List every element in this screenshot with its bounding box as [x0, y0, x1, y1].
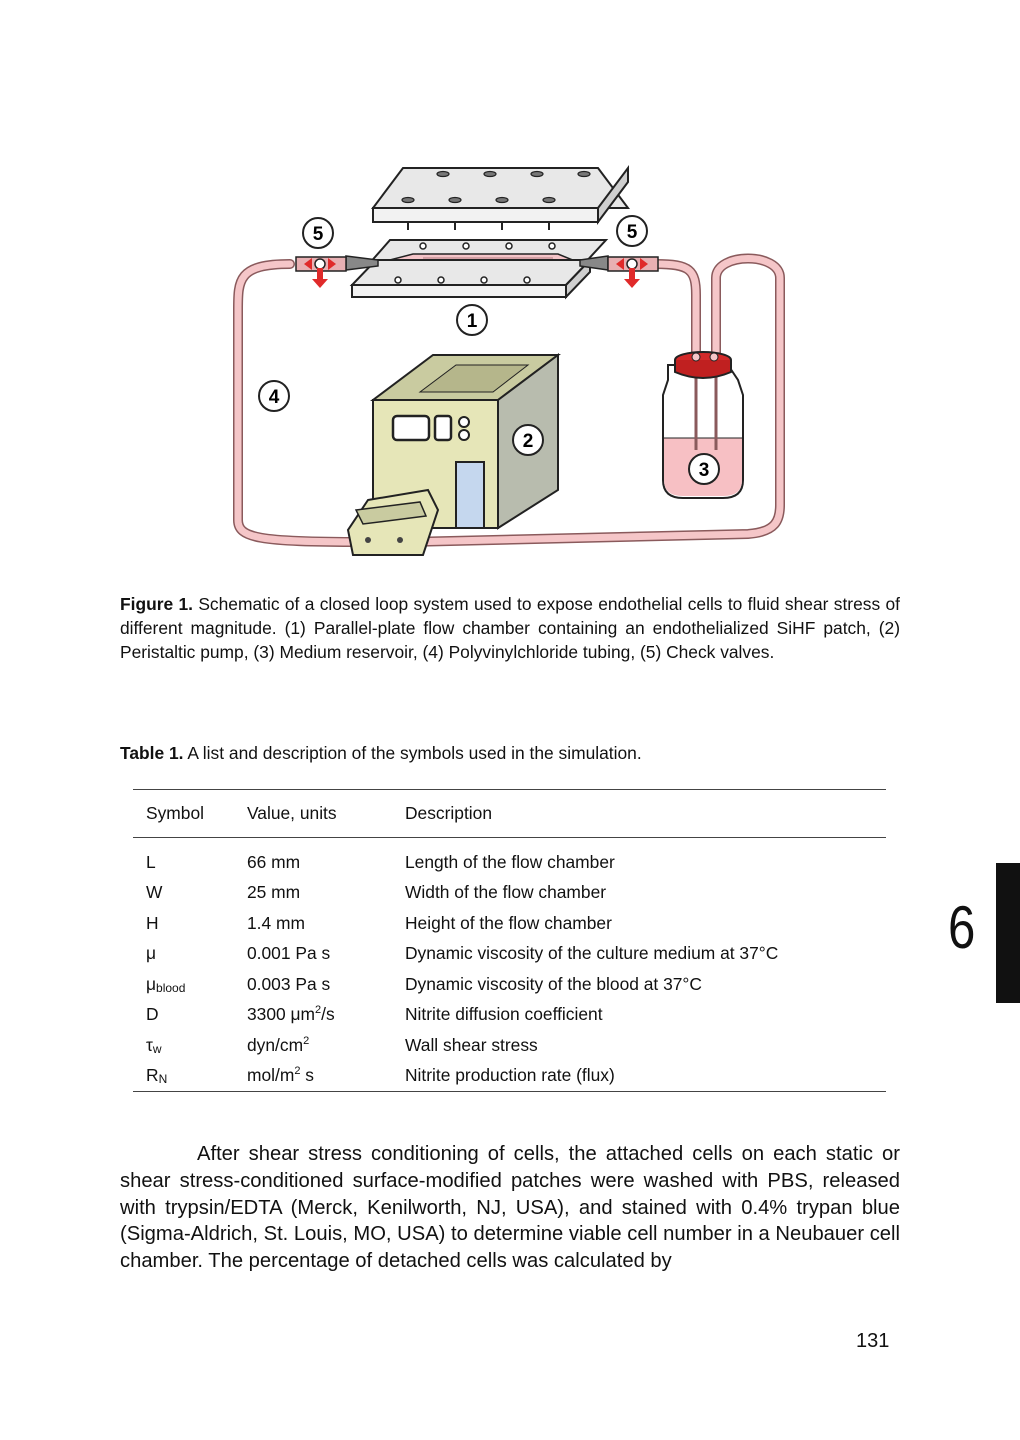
- label-1: 1: [456, 304, 488, 336]
- table-caption: Table 1. A list and description of the s…: [120, 741, 900, 765]
- svg-text:3: 3: [699, 460, 710, 481]
- cell-symbol: H: [146, 912, 159, 933]
- middle-plate-holes: [419, 242, 556, 250]
- table-row: W 25 mm Width of the flow chamber: [133, 878, 886, 909]
- label-5-left: 5: [302, 217, 334, 249]
- tubing-right-inner: [655, 260, 700, 360]
- lid-pins: [407, 222, 550, 230]
- chamber-lid-right: [597, 165, 629, 225]
- symbol-table: Symbol Value, units Description L 66 mm …: [133, 789, 886, 1092]
- cell-symbol: RN: [146, 1065, 168, 1087]
- cell-description: Width of the flow chamber: [405, 882, 607, 903]
- table-row: H 1.4 mm Height of the flow chamber: [133, 908, 886, 939]
- svg-text:2: 2: [523, 431, 534, 452]
- tubing-bottom-right-inner: [407, 255, 784, 546]
- cell-value: mol/m2 s: [247, 1065, 314, 1086]
- chapter-tab: [996, 863, 1020, 1003]
- figure-caption: Figure 1. Schematic of a closed loop sys…: [120, 592, 900, 664]
- cell-description: Nitrite production rate (flux): [405, 1065, 615, 1086]
- table-row: D 3300 μm2/s Nitrite diffusion coefficie…: [133, 1000, 886, 1031]
- figure-caption-text: Schematic of a closed loop system used t…: [120, 594, 900, 662]
- tubing-right: [655, 259, 701, 360]
- table-header-row: Symbol Value, units Description: [133, 789, 886, 838]
- body-paragraph-text: After shear stress conditioning of cells…: [120, 1143, 900, 1273]
- check-valve-right: [607, 256, 659, 288]
- svg-text:5: 5: [313, 224, 324, 245]
- table-row: τw dyn/cm2 Wall shear stress: [133, 1030, 886, 1061]
- table-caption-text: A list and description of the symbols us…: [183, 743, 642, 763]
- cell-value: 3300 μm2/s: [247, 1004, 335, 1025]
- label-3: 3: [688, 453, 720, 485]
- cell-description: Height of the flow chamber: [405, 912, 612, 933]
- page-number: 131: [856, 1330, 890, 1352]
- header-value: Value, units: [247, 803, 337, 823]
- cell-description: Dynamic viscosity of the blood at 37°C: [405, 973, 702, 994]
- cell-value: 66 mm: [247, 851, 301, 872]
- label-4: 4: [258, 380, 290, 412]
- chamber-lid-side: [372, 207, 599, 223]
- table-row: L 66 mm Length of the flow chamber: [133, 838, 886, 878]
- tubing-left-inner: [234, 260, 367, 546]
- cell-value: dyn/cm2: [247, 1034, 310, 1055]
- chamber-bottom-right: [565, 257, 591, 300]
- check-valve-left: [295, 256, 347, 288]
- label-5-right: 5: [616, 215, 648, 247]
- cell-description: Length of the flow chamber: [405, 851, 615, 872]
- cell-value: 0.003 Pa s: [247, 973, 331, 994]
- cell-symbol: μ: [146, 943, 157, 964]
- cell-symbol: W: [146, 882, 163, 903]
- lid-screws: [401, 170, 591, 204]
- table-row: μblood 0.003 Pa s Dynamic viscosity of t…: [133, 969, 886, 1000]
- cell-symbol: D: [146, 1004, 159, 1025]
- header-description: Description: [405, 803, 492, 823]
- cell-symbol: L: [146, 851, 156, 872]
- chamber-bottom-side: [351, 284, 567, 298]
- cell-description: Dynamic viscosity of the culture medium …: [405, 943, 779, 964]
- cell-value: 0.001 Pa s: [247, 943, 331, 964]
- svg-text:1: 1: [467, 311, 478, 332]
- chapter-number: 6: [948, 894, 976, 961]
- cell-value: 25 mm: [247, 882, 301, 903]
- chamber-bottom-plate: [349, 259, 593, 286]
- svg-text:4: 4: [269, 387, 280, 408]
- bottom-plate-holes: [394, 276, 531, 284]
- svg-text:5: 5: [627, 222, 638, 243]
- body-paragraph: After shear stress conditioning of cells…: [120, 1141, 900, 1275]
- cell-description: Wall shear stress: [405, 1034, 538, 1055]
- figure-caption-label: Figure 1.: [120, 594, 193, 614]
- table-caption-label: Table 1.: [120, 743, 184, 763]
- label-2: 2: [512, 424, 544, 456]
- cell-description: Nitrite diffusion coefficient: [405, 1004, 603, 1025]
- header-symbol: Symbol: [146, 803, 204, 823]
- tubing-left: [233, 259, 368, 547]
- cell-symbol: τw: [146, 1034, 162, 1056]
- table-row: RN mol/m2 s Nitrite production rate (flu…: [133, 1061, 886, 1092]
- table-row: μ 0.001 Pa s Dynamic viscosity of the cu…: [133, 939, 886, 970]
- cell-value: 1.4 mm: [247, 912, 305, 933]
- closed-loop-system-figure: 5 5 1 4 2 3: [233, 165, 785, 556]
- cell-symbol: μblood: [146, 973, 186, 995]
